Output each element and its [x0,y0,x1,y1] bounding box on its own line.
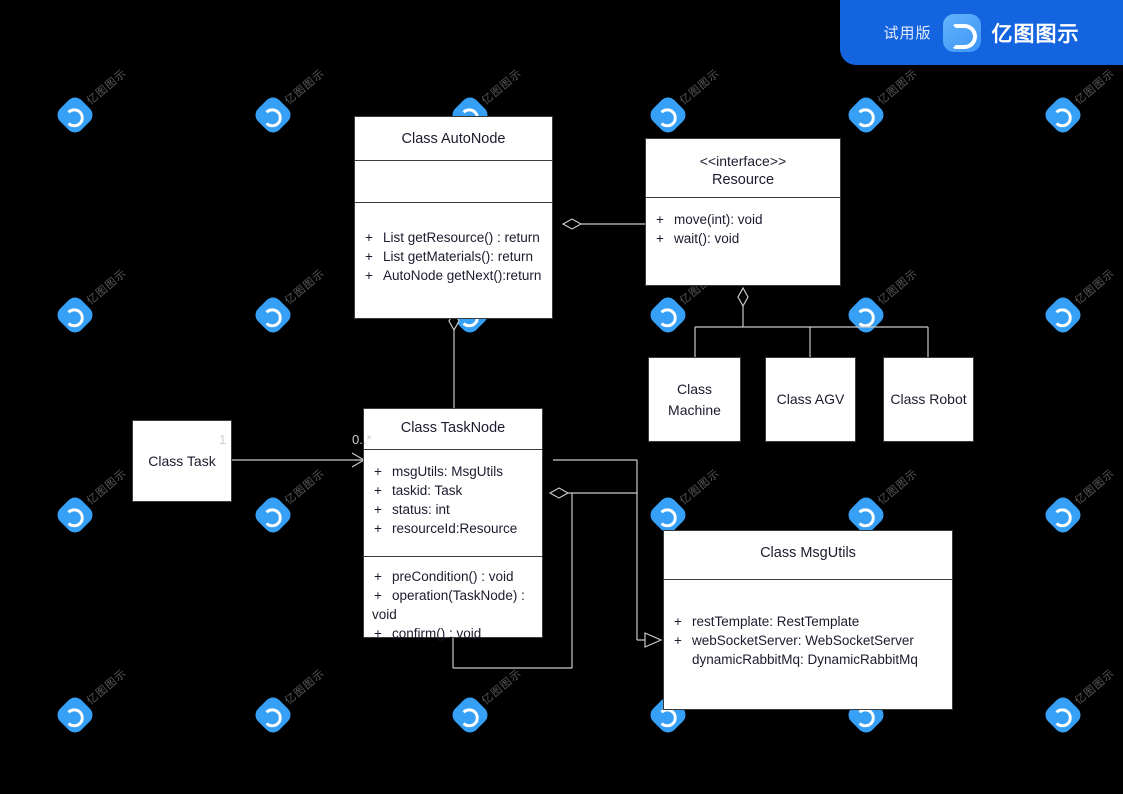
operations-list-autonode: + List getResource() : return + List getMa… [355,203,552,285]
operation-text: preCondition() : void [392,569,514,584]
compartment-title-resource: <<interface>> Resource [646,139,840,197]
visibility-marker: + [656,212,664,227]
visibility-marker: + [374,502,382,517]
attribute-row: + taskid: Task [364,481,542,500]
visibility-marker: + [374,588,382,603]
visibility-marker: + [674,633,682,648]
attribute-row: + status: int [364,500,542,519]
compartment-operations-tasknode: + preCondition() : void + operation(TaskNo… [364,556,542,641]
compartment-operations-resource: + move(int): void + wait(): void [646,197,840,286]
brand-name-label: 亿图图示 [991,21,1080,46]
visibility-marker: + [674,614,682,629]
visibility-marker: + [365,249,373,264]
class-box-resource[interactable]: <<interface>> Resource + move(int): void … [645,138,841,286]
class-box-autonode[interactable]: Class AutoNode + List getResource() : ret… [354,116,553,319]
multiplicity-tasknode-end: 0..* [352,432,372,447]
visibility-marker: + [374,626,382,641]
attribute-row: + webSocketServer: WebSocketServer [664,631,952,650]
operation-text: List getMaterials(): return [383,249,534,264]
compartment-title-autonode: Class AutoNode [355,117,552,160]
attribute-row: + restTemplate: RestTemplate [664,612,952,631]
class-box-msgutils[interactable]: Class MsgUtils + restTemplate: RestTempla… [663,530,953,710]
visibility-marker: + [374,464,382,479]
operation-row: + preCondition() : void [364,567,542,586]
attribute-text: msgUtils: MsgUtils [392,464,504,479]
class-title-resource: <<interface>> Resource [646,139,840,190]
operation-row: + AutoNode getNext():return [355,266,552,285]
class-title-task: Class Task [148,452,216,469]
multiplicity-task-end: 1 [219,432,227,447]
diamond-autonode-resource [561,218,583,230]
class-title-agv: Class AGV [776,391,845,407]
class-box-agv[interactable]: Class AGV [765,357,856,442]
stereotype-label: <<interface>> [699,153,787,169]
class-title-autonode: Class AutoNode [401,131,506,147]
compartment-operations-autonode: + List getResource() : return + List getMa… [355,202,552,319]
operation-text: AutoNode getNext():return [383,268,542,283]
visibility-marker: + [374,569,382,584]
operations-list-resource: + move(int): void + wait(): void [646,198,840,248]
class-title-machine: Class Machine [668,380,721,418]
interface-name-label: Resource [711,172,775,188]
attribute-text: resourceId:Resource [392,521,518,536]
operation-row: + List getMaterials(): return [355,247,552,266]
operation-row: + move(int): void [646,210,840,229]
trial-version-badge[interactable]: 试用版 亿图图示 [840,0,1123,65]
operation-row: + List getResource() : return [355,228,552,247]
operation-text: move(int): void [674,212,763,227]
class-title-robot: Class Robot [890,391,967,407]
arrowhead-msgutils [644,632,663,648]
compartment-title-tasknode: Class TaskNode [364,409,542,449]
operation-text: operation(TaskNode) : [392,588,525,603]
class-box-machine[interactable]: Class Machine [648,357,741,442]
operation-row: + operation(TaskNode) : [364,586,542,605]
attribute-text: webSocketServer: WebSocketServer [692,633,914,648]
compartment-attributes-tasknode: + msgUtils: MsgUtils + taskid: Task + statu… [364,449,542,556]
diamond-tasknode-msgutils [548,487,570,499]
operation-row: + confirm() : void [364,624,542,643]
attribute-text: restTemplate: RestTemplate [692,614,860,629]
attributes-list-msgutils: + restTemplate: RestTemplate + webSocketSe… [664,580,952,669]
class-title-msgutils: Class MsgUtils [760,545,856,561]
operation-text: List getResource() : return [383,230,540,245]
attributes-list-tasknode: + msgUtils: MsgUtils + taskid: Task + statu… [364,450,542,538]
compartment-title-msgutils: Class MsgUtils [664,531,952,579]
operations-list-tasknode: + preCondition() : void + operation(TaskNo… [364,557,542,643]
edraw-logo-icon [942,13,981,52]
attribute-text: status: int [392,502,450,517]
visibility-marker: + [656,231,664,246]
attribute-text: taskid: Task [392,483,463,498]
operation-text: wait(): void [674,231,740,246]
visibility-marker: + [365,230,373,245]
attribute-continuation: dynamicRabbitMq: DynamicRabbitMq [692,652,918,667]
class-box-task[interactable]: Class Task [132,420,232,502]
visibility-marker: + [374,521,382,536]
trial-label: 试用版 [883,24,932,42]
class-box-robot[interactable]: Class Robot [883,357,974,442]
visibility-marker: + [374,483,382,498]
attribute-row: + msgUtils: MsgUtils [364,462,542,481]
operation-text: confirm() : void [392,626,482,641]
diamond-resource-bus [737,286,749,308]
operation-row: + wait(): void [646,229,840,248]
visibility-marker: + [365,268,373,283]
compartment-attributes-msgutils: + restTemplate: RestTemplate + webSocketSe… [664,579,952,710]
compartment-attributes-autonode [355,160,552,202]
operation-continuation: void [372,607,397,622]
class-box-tasknode[interactable]: Class TaskNode + msgUtils: MsgUtils + task… [363,408,543,641]
attribute-row: + resourceId:Resource [364,519,542,538]
class-title-tasknode: Class TaskNode [400,420,506,436]
